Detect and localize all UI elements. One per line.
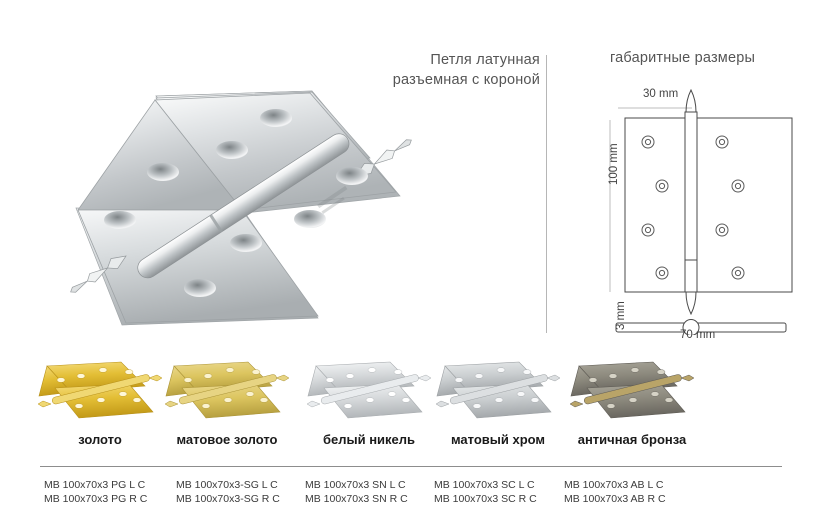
code-column-gold: MB 100x70x3 PG L C MB 100x70x3 PG R C	[44, 478, 147, 506]
drawing-width-label: 30 mm	[643, 88, 679, 100]
code-column-matte-gold: MB 100x70x3-SG L C MB 100x70x3-SG R C	[176, 478, 280, 506]
finish-swatch-antique-bronze[interactable]: античная бронза	[557, 352, 707, 447]
finish-label-antique-bronze: античная бронза	[577, 432, 687, 447]
dimensions-title: габаритные размеры	[610, 50, 756, 66]
hinge-image-white-nickel	[294, 352, 444, 430]
finish-swatch-white-nickel[interactable]: белый никель	[294, 352, 444, 447]
code-column-antique-bronze: MB 100x70x3 AB L C MB 100x70x3 AB R C	[564, 478, 666, 506]
product-photo	[60, 80, 420, 330]
technical-drawing	[600, 80, 815, 337]
code-matte-chrome-right: MB 100x70x3 SC R C	[434, 493, 537, 505]
code-matte-gold-left: MB 100x70x3-SG L C	[176, 479, 278, 491]
code-column-white-nickel: MB 100x70x3 SN L C MB 100x70x3 SN R C	[305, 478, 408, 506]
finish-swatch-matte-gold[interactable]: матовое золото	[152, 352, 302, 447]
drawing-total-width-label: 70 mm	[680, 329, 716, 341]
code-matte-gold-right: MB 100x70x3-SG R C	[176, 493, 280, 505]
code-column-matte-chrome: MB 100x70x3 SC L C MB 100x70x3 SC R C	[434, 478, 537, 506]
drawing-height-label: 100 mm	[608, 143, 620, 185]
finish-swatch-row: золото	[0, 352, 820, 452]
code-gold-left: MB 100x70x3 PG L C	[44, 479, 146, 491]
hinge-image-antique-bronze	[557, 352, 707, 430]
finish-swatch-gold[interactable]: золото	[25, 352, 175, 447]
vertical-divider	[546, 55, 547, 333]
finish-label-white-nickel: белый никель	[322, 432, 416, 447]
code-white-nickel-right: MB 100x70x3 SN R C	[305, 493, 408, 505]
code-matte-chrome-left: MB 100x70x3 SC L C	[434, 479, 535, 491]
hinge-image-matte-chrome	[423, 352, 573, 430]
drawing-thickness-label: 3 mm	[615, 301, 627, 330]
product-title: Петля латунная разъемная с короной	[300, 50, 540, 90]
finish-label-matte-gold: матовое золото	[176, 432, 278, 447]
product-code-row: MB 100x70x3 PG L C MB 100x70x3 PG R C MB…	[0, 478, 820, 514]
finish-label-matte-chrome: матовый хром	[450, 432, 546, 447]
code-white-nickel-left: MB 100x70x3 SN L C	[305, 479, 406, 491]
product-title-line1: Петля латунная	[430, 52, 540, 68]
section-divider-rule	[40, 466, 782, 467]
code-gold-right: MB 100x70x3 PG R C	[44, 493, 148, 505]
code-antique-bronze-right: MB 100x70x3 AB R C	[564, 493, 666, 505]
hinge-image-matte-gold	[152, 352, 302, 430]
hinge-image-gold	[25, 352, 175, 430]
finish-swatch-matte-chrome[interactable]: матовый хром	[423, 352, 573, 447]
code-antique-bronze-left: MB 100x70x3 AB L C	[564, 479, 664, 491]
product-title-line2: разъемная с короной	[392, 72, 540, 88]
finish-label-gold: золото	[78, 432, 122, 447]
